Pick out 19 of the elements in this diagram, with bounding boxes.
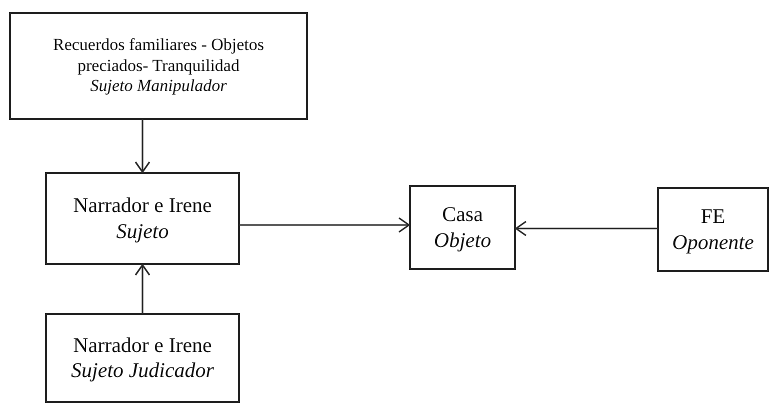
arrow: [134, 120, 150, 173]
actant-name: Recuerdos familiares - Objetos preciados- Tranquilidad: [52, 35, 265, 76]
arrow: [240, 217, 410, 233]
actant-name: Narrador e Irene: [73, 193, 212, 218]
role-label: Objeto: [434, 228, 492, 253]
arrow: [515, 220, 657, 236]
role-label: Oponente: [672, 230, 754, 255]
role-label: Sujeto Manipulador: [90, 76, 227, 97]
actant-name: Casa: [442, 202, 483, 228]
actant-name: FE: [700, 204, 726, 230]
actant-box: [9, 12, 308, 120]
actant-box: [45, 172, 240, 265]
role-label: Sujeto: [116, 218, 169, 244]
actant-box: [409, 185, 516, 270]
actant-box: [657, 187, 769, 272]
actant-box: [45, 313, 240, 403]
actant-name: Narrador e Irene: [73, 332, 212, 358]
role-label: Sujeto Judicador: [71, 358, 214, 384]
arrow: [134, 264, 150, 313]
